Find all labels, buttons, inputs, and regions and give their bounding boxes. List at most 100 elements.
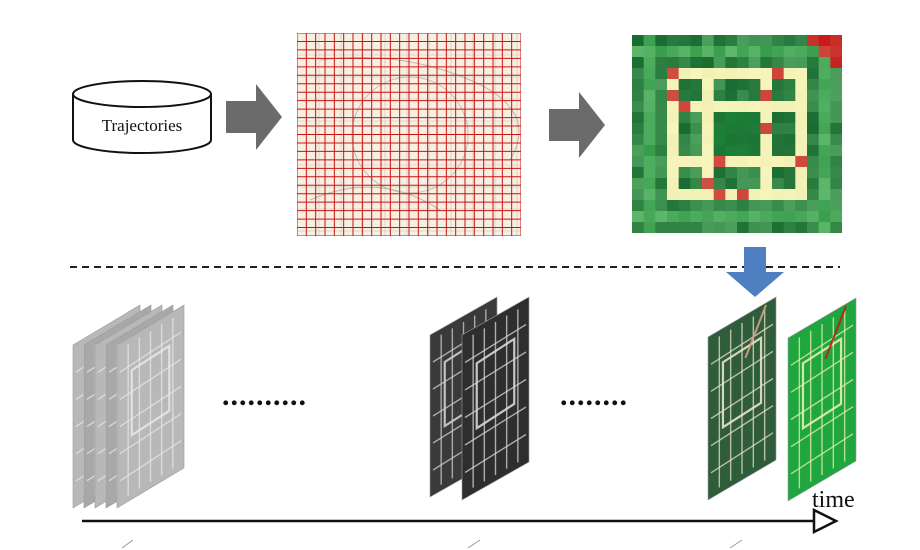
heatmap-cell [795,35,808,47]
heatmap-cell [818,57,831,69]
heatmap-cell [783,145,796,157]
heatmap-cell [643,178,656,190]
heatmap-cell [702,123,715,135]
heatmap-cell [772,156,785,168]
heatmap-cell [690,178,703,190]
heatmap-cell [830,178,842,190]
heatmap-cell [725,211,738,223]
heatmap-cell [643,68,656,80]
heatmap-cell [690,200,703,212]
heatmap-cell [737,178,750,190]
heatmap-cell [702,189,715,201]
heatmap-cell [632,167,645,179]
heatmap-cell [772,200,785,212]
heatmap-cell [830,101,842,113]
heatmap-cell [795,145,808,157]
heatmap-cell [702,145,715,157]
heatmap-cell [678,68,691,80]
heatmap-cell [713,145,726,157]
hollow-arrowhead-icon [812,507,839,535]
heatmap-cell [830,46,842,58]
heatmap-cell [702,112,715,124]
heatmap-cell [818,178,831,190]
heatmap-cell [783,35,796,47]
heatmap-cell [737,145,750,157]
time-label: time [812,487,855,513]
heatmap-cell [725,79,738,91]
heatmap-cell [748,79,761,91]
heatmap-cell [748,90,761,102]
heatmap-cell [655,112,668,124]
heatmap-cell [643,145,656,157]
heatmap-cell [795,123,808,135]
heatmap-cell [807,35,820,47]
heatmap-cell [783,134,796,146]
heatmap-cell [772,57,785,69]
heatmap-cell [702,68,715,80]
heatmap-cell [795,134,808,146]
heatmap-cell [690,79,703,91]
heatmap-cell [807,211,820,223]
heatmap-cell [795,189,808,201]
heatmap-cell [678,101,691,113]
heatmap-cell [655,35,668,47]
heatmap-cell [678,145,691,157]
heatmap-cell [748,123,761,135]
right-block-arrow-icon [226,84,282,150]
heatmap-cell [737,123,750,135]
heatmap-cell [737,134,750,146]
grid-lines [297,33,521,236]
right-block-arrow-icon [549,92,605,158]
heatmap-cell [830,90,842,102]
heatmap-cell [772,35,785,47]
heatmap-cell [655,79,668,91]
heatmap-cell [783,222,796,233]
heatmap-cell [737,156,750,168]
heatmap-cell [725,35,738,47]
heatmap-cell [760,35,773,47]
heatmap-cell [713,178,726,190]
heatmap-cell [667,101,680,113]
heatmap-cell [737,101,750,113]
heatmap-cell [748,112,761,124]
heatmap-cell [737,112,750,124]
heatmap-cell [725,178,738,190]
heatmap-cell [818,189,831,201]
heatmap-cell [748,189,761,201]
heatmap-cell [807,79,820,91]
heatmap-cell [702,101,715,113]
heatmap-cell [783,211,796,223]
heatmap-cell [678,123,691,135]
time-axis: time [82,487,855,549]
heatmap-cell [795,68,808,80]
heatmap-cell [655,123,668,135]
heatmap-cell [713,222,726,233]
heatmap-cell [748,101,761,113]
heatmap-cell [713,112,726,124]
heatmap-cell [737,68,750,80]
heatmap-cell [737,79,750,91]
heatmap-cell [795,112,808,124]
tick-mark [121,539,134,549]
heatmap-cell [818,90,831,102]
heatmap-cell [690,112,703,124]
heatmap-cell [830,167,842,179]
heatmap-cell [725,222,738,233]
heatmap-cell [772,189,785,201]
heatmap-cell [760,211,773,223]
heatmap-cell [667,156,680,168]
heatmap-cell [783,200,796,212]
frame [787,297,857,502]
heatmap-cell [807,134,820,146]
heatmap-cell [760,134,773,146]
heatmap-cell [713,200,726,212]
heatmap-cell [772,68,785,80]
heatmap-cell [783,46,796,58]
heatmap-cell [632,101,645,113]
heatmap-cell [830,200,842,212]
heatmap-cell [643,101,656,113]
heatmap-cell [795,156,808,168]
heatmap-cell [702,222,715,233]
heatmap-cell [737,57,750,69]
heatmap-cell [807,145,820,157]
